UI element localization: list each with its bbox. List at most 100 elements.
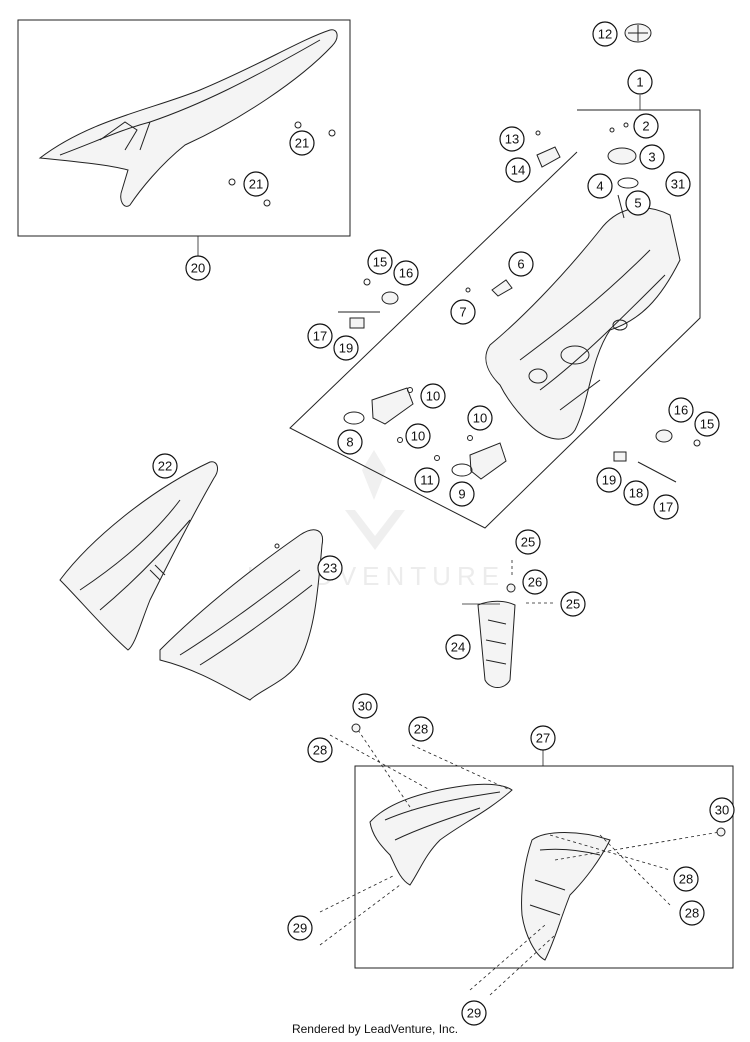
- callout-16-left[interactable]: 16: [393, 260, 419, 286]
- callout-26[interactable]: 26: [522, 569, 548, 595]
- callout-19-left[interactable]: 19: [333, 335, 359, 361]
- callout-25-right[interactable]: 25: [560, 591, 586, 617]
- svg-text:11: 11: [420, 473, 434, 488]
- lower-cover-left: [369, 783, 513, 886]
- loose-parts-right: [613, 429, 701, 483]
- svg-text:19: 19: [602, 473, 616, 488]
- seat-frame: [17, 19, 351, 237]
- callout-28-a[interactable]: 28: [408, 716, 434, 742]
- svg-text:17: 17: [313, 329, 327, 344]
- svg-text:7: 7: [459, 305, 466, 320]
- footer-credit: Rendered by LeadVenture, Inc.: [291, 1022, 459, 1036]
- side-panels: [59, 461, 324, 701]
- callout-10-c[interactable]: 10: [467, 405, 493, 431]
- callout-15-right[interactable]: 15: [694, 411, 720, 437]
- svg-text:16: 16: [674, 403, 688, 418]
- svg-text:28: 28: [414, 722, 428, 737]
- svg-text:30: 30: [358, 699, 372, 714]
- svg-text:2: 2: [642, 119, 649, 134]
- bracket-8: [371, 387, 414, 425]
- svg-text:21: 21: [295, 136, 309, 151]
- svg-text:22: 22: [158, 459, 172, 474]
- callout-30-left[interactable]: 30: [352, 693, 378, 719]
- svg-text:28: 28: [679, 872, 693, 887]
- svg-text:16: 16: [399, 266, 413, 281]
- callout-18[interactable]: 18: [623, 480, 649, 506]
- svg-text:10: 10: [473, 411, 487, 426]
- svg-text:25: 25: [521, 535, 535, 550]
- callout-17-right[interactable]: 17: [653, 494, 679, 520]
- callout-17-left[interactable]: 17: [307, 323, 333, 349]
- callout-10-b[interactable]: 10: [405, 423, 431, 449]
- svg-text:3: 3: [648, 150, 655, 165]
- callout-7[interactable]: 7: [450, 299, 476, 325]
- tank-assembly: [289, 95, 701, 529]
- svg-text:6: 6: [517, 257, 524, 272]
- svg-text:29: 29: [467, 1006, 481, 1021]
- lower-cover-right: [521, 832, 611, 961]
- svg-text:27: 27: [536, 731, 550, 746]
- filter-cover: [462, 560, 555, 688]
- callout-31[interactable]: 31: [665, 171, 691, 197]
- callout-28-d[interactable]: 28: [679, 900, 705, 926]
- seat-assembly: [17, 19, 351, 256]
- svg-text:20: 20: [191, 261, 205, 276]
- callout-25-top[interactable]: 25: [515, 529, 541, 555]
- svg-text:28: 28: [313, 743, 327, 758]
- svg-text:23: 23: [323, 561, 337, 576]
- fuel-tank: [485, 207, 681, 440]
- callout-29-left[interactable]: 29: [287, 915, 313, 941]
- svg-text:28: 28: [685, 906, 699, 921]
- callout-2[interactable]: 2: [633, 113, 659, 139]
- seat-part: [38, 29, 338, 207]
- bracket-9: [469, 442, 507, 480]
- callout-19-right[interactable]: 19: [596, 467, 622, 493]
- svg-text:5: 5: [634, 196, 641, 211]
- loose-parts-left: [338, 278, 399, 329]
- callout-3[interactable]: 3: [639, 144, 665, 170]
- callout-29-bottom[interactable]: 29: [461, 1000, 487, 1026]
- callout-11[interactable]: 11: [414, 467, 440, 493]
- svg-text:1: 1: [636, 75, 643, 90]
- callout-12[interactable]: 12: [592, 21, 618, 47]
- svg-text:10: 10: [411, 429, 425, 444]
- callout-1[interactable]: 1: [627, 69, 653, 95]
- callout-27[interactable]: 27: [530, 725, 556, 751]
- callout-28-b[interactable]: 28: [307, 737, 333, 763]
- callout-8[interactable]: 8: [337, 429, 363, 455]
- svg-text:9: 9: [458, 487, 465, 502]
- callout-21-top[interactable]: 21: [289, 130, 315, 156]
- callout-10-a[interactable]: 10: [420, 383, 446, 409]
- svg-text:10: 10: [426, 389, 440, 404]
- callout-21-bottom[interactable]: 21: [243, 171, 269, 197]
- callout-15-left[interactable]: 15: [367, 249, 393, 275]
- callout-9[interactable]: 9: [449, 481, 475, 507]
- callout-16-right[interactable]: 16: [668, 397, 694, 423]
- callout-20[interactable]: 20: [185, 255, 211, 281]
- svg-text:15: 15: [373, 255, 387, 270]
- callout-23[interactable]: 23: [317, 555, 343, 581]
- callout-28-c[interactable]: 28: [673, 866, 699, 892]
- svg-text:8: 8: [346, 435, 353, 450]
- tank-frame: [289, 109, 701, 529]
- svg-text:24: 24: [451, 640, 465, 655]
- svg-text:15: 15: [700, 417, 714, 432]
- fuel-cap: [624, 23, 652, 43]
- svg-text:13: 13: [505, 132, 519, 147]
- callout-4[interactable]: 4: [587, 173, 613, 199]
- callout-30-right[interactable]: 30: [709, 797, 735, 823]
- svg-text:30: 30: [715, 803, 729, 818]
- side-panel-left: [59, 461, 218, 651]
- svg-text:21: 21: [249, 177, 263, 192]
- callout-5[interactable]: 5: [625, 190, 651, 216]
- svg-text:25: 25: [566, 597, 580, 612]
- callout-22[interactable]: 22: [152, 453, 178, 479]
- svg-text:31: 31: [671, 177, 685, 192]
- callout-14[interactable]: 14: [505, 157, 531, 183]
- callout-13[interactable]: 13: [499, 126, 525, 152]
- callout-24[interactable]: 24: [445, 634, 471, 660]
- callout-6[interactable]: 6: [508, 251, 534, 277]
- svg-text:4: 4: [596, 179, 603, 194]
- svg-text:29: 29: [293, 921, 307, 936]
